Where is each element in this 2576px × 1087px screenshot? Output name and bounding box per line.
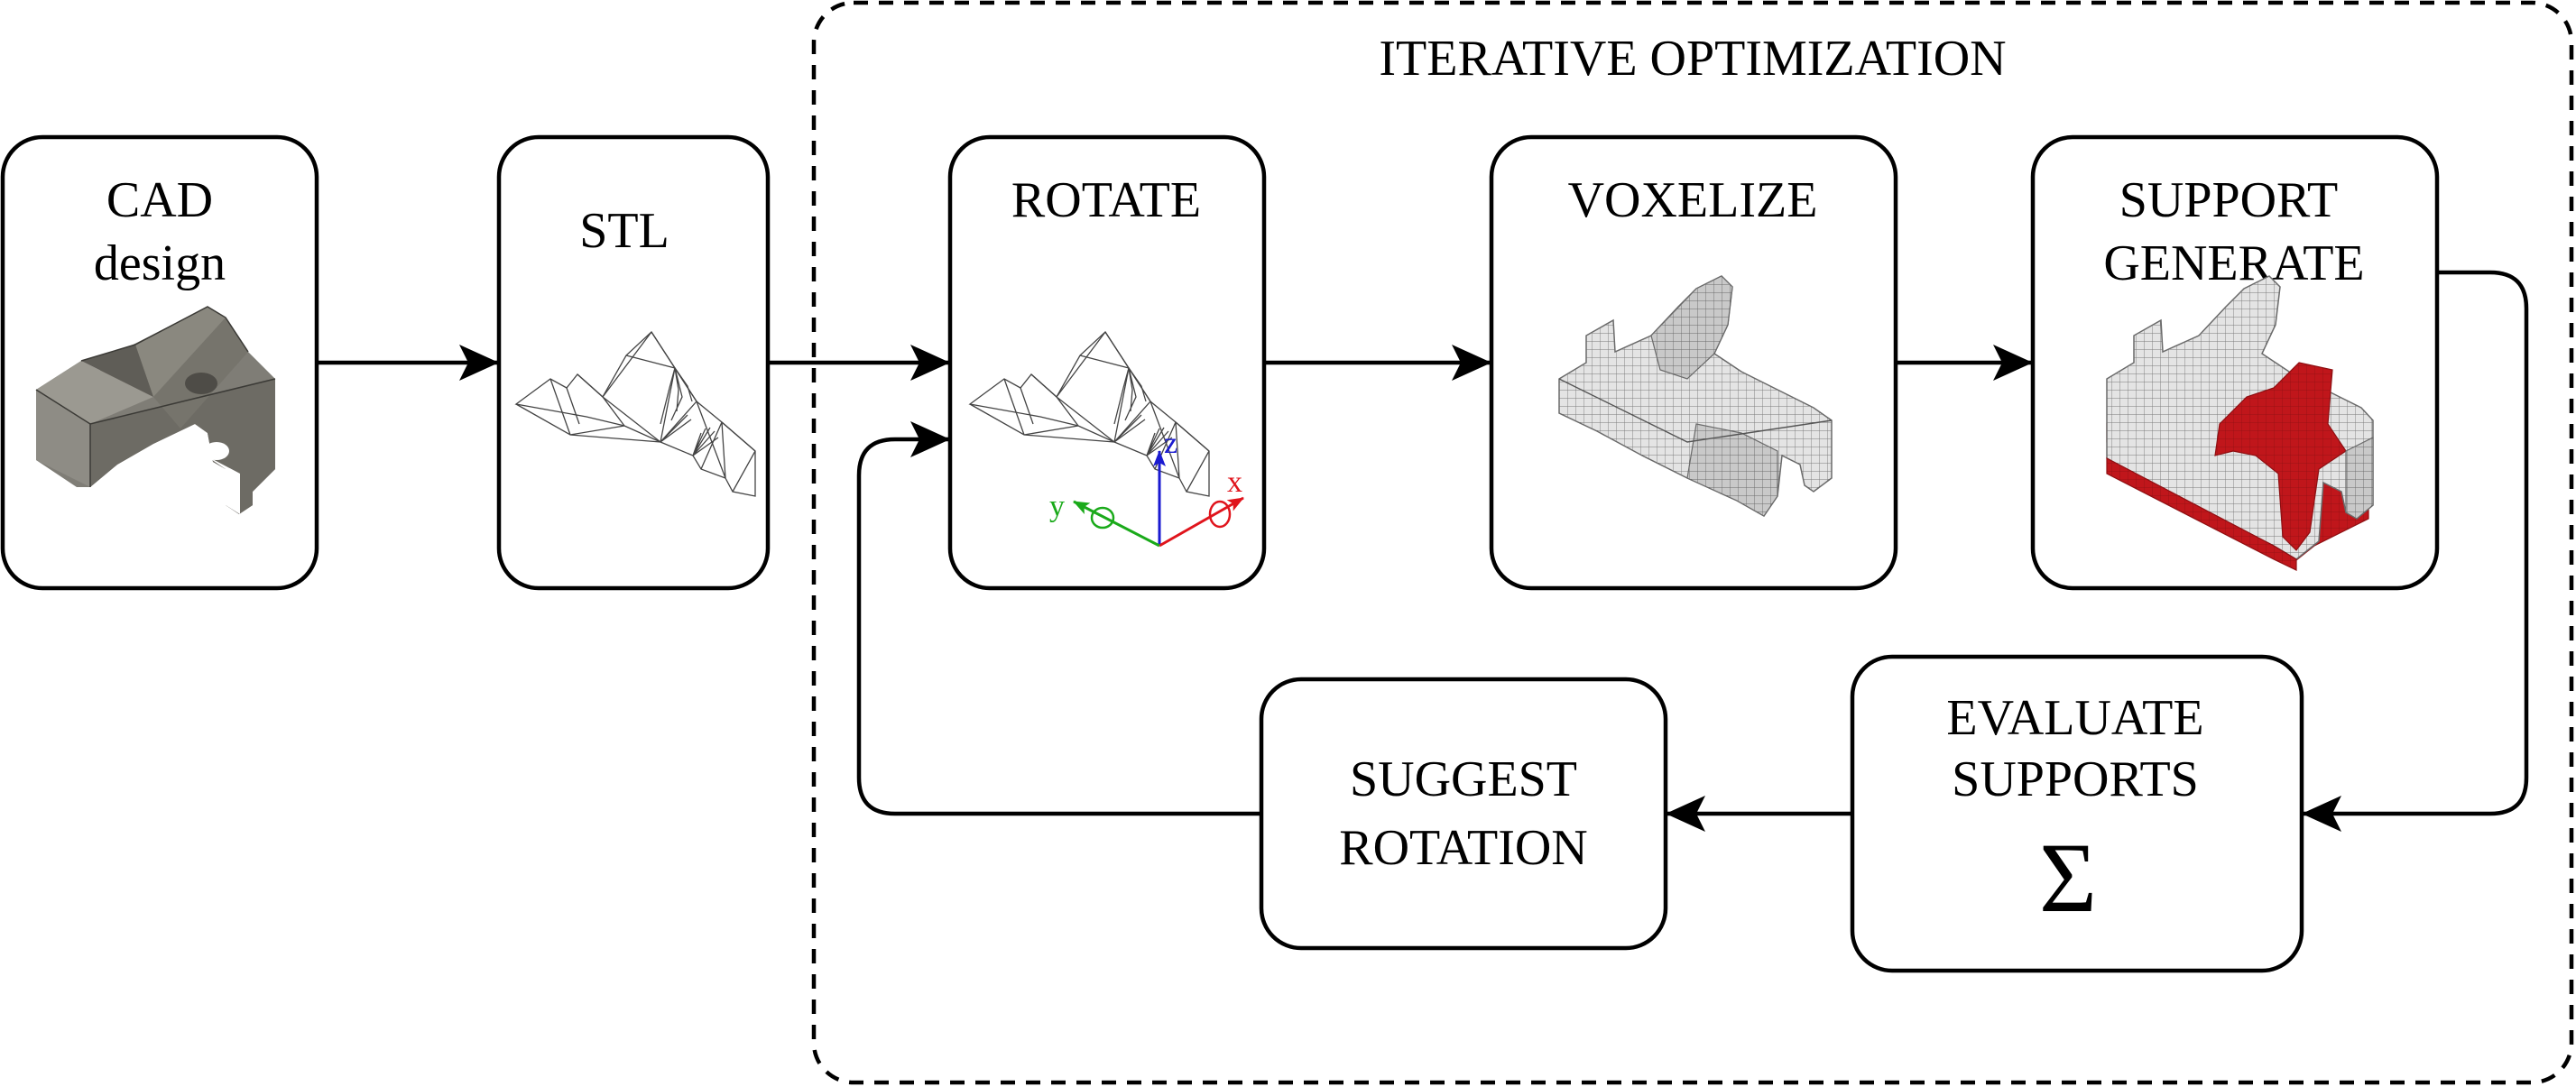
suggest-rotation-label-line1: SUGGEST: [1350, 751, 1577, 807]
y-axis: [1073, 500, 1160, 548]
support-generate-label-line1: SUPPORT: [2119, 172, 2339, 228]
step-support-generate: SUPPORT GENERATE: [2030, 134, 2440, 591]
z-axis-label: z: [1164, 427, 1177, 460]
support-model-image: [2106, 275, 2374, 571]
evaluate-supports-label-line1: EVALUATE: [1946, 690, 2203, 746]
evaluate-supports-label-line2: SUPPORTS: [1952, 751, 2199, 807]
sum-symbol: Σ: [2039, 823, 2097, 933]
step-stl: STL: [496, 134, 771, 591]
iterative-optimization-label: ITERATIVE OPTIMIZATION: [1379, 31, 2006, 87]
x-axis: [1159, 496, 1244, 548]
voxelize-label: VOXELIZE: [1568, 172, 1818, 228]
rotate-label: ROTATE: [1011, 172, 1201, 228]
support-generate-label-line2: GENERATE: [2103, 235, 2364, 291]
step-suggest-rotation: SUGGEST ROTATION: [1259, 677, 1668, 951]
suggest-rotation-label-line2: ROTATION: [1339, 820, 1588, 876]
iterative-optimization-region: [811, 0, 2574, 1085]
voxel-model-image: [1558, 275, 1833, 517]
cad-design-label-line2: design: [94, 235, 226, 291]
arrow-support-to-evaluate: [2302, 270, 2529, 832]
step-rotate: ROTATE z x y: [947, 134, 1267, 591]
arrow-suggest-to-rotate: [856, 421, 1261, 816]
y-rotation-icon: [1090, 506, 1115, 530]
cad-part-image: [35, 306, 276, 514]
step-evaluate-supports: EVALUATE SUPPORTS Σ: [1850, 654, 2304, 973]
step-voxelize: VOXELIZE: [1489, 134, 1898, 591]
cad-design-label-line1: CAD: [106, 172, 213, 228]
rotation-axes: z x y: [1049, 427, 1244, 548]
step-cad-design: CAD design: [0, 134, 319, 591]
stl-label: STL: [579, 203, 669, 259]
x-axis-label: x: [1227, 465, 1242, 499]
y-axis-label: y: [1049, 490, 1065, 523]
x-rotation-icon: [1208, 500, 1232, 529]
